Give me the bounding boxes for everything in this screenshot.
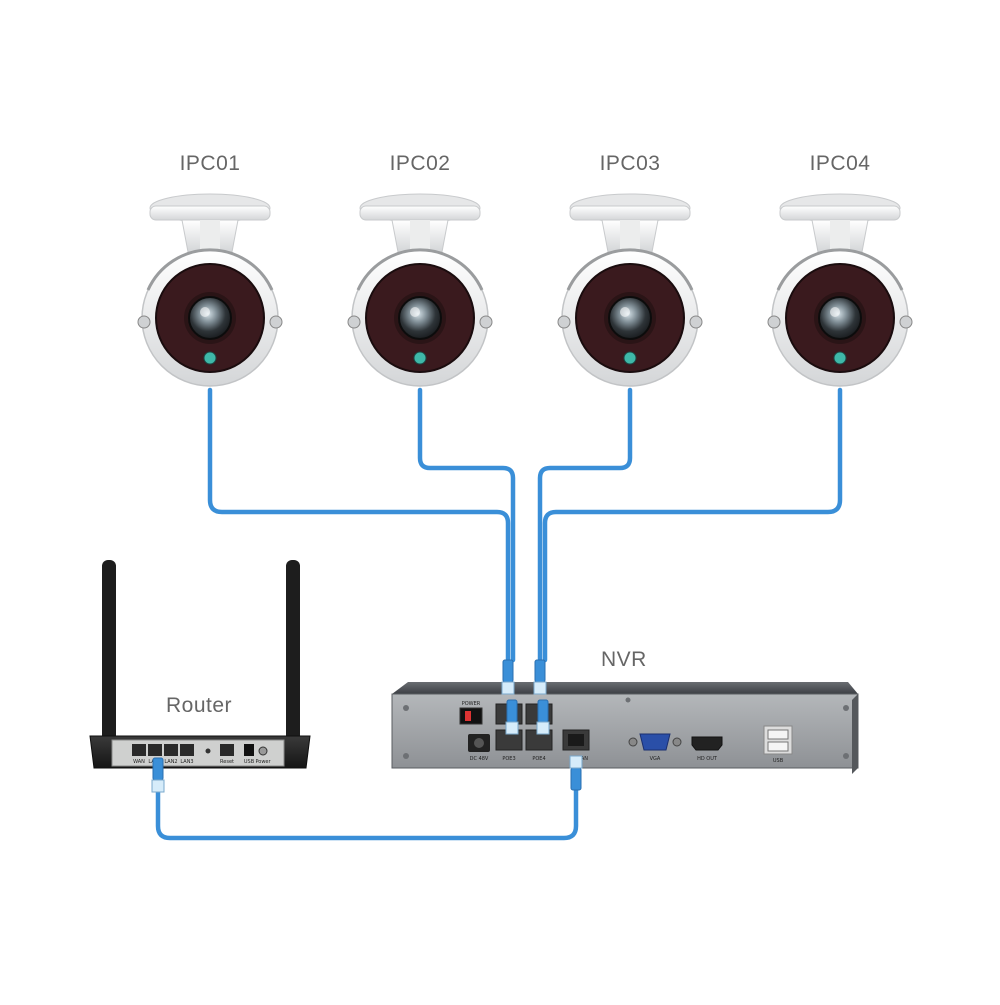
camera-ipc04 [766,192,914,388]
router-port-label: Power [255,759,271,765]
nvr-port-label: LAN [578,756,588,762]
nvr-port-label: USB [773,758,784,764]
nvr-label: NVR [601,648,647,671]
router-port-label: USB [244,759,255,765]
cable-router-nvr [155,787,579,841]
router-port-label: LAN3 [180,759,193,765]
nvr-port-label: HD OUT [697,756,718,762]
camera-label-ipc03: IPC03 [599,152,661,175]
camera-label-ipc01: IPC01 [179,152,241,175]
nvr-usb-ports [763,725,793,755]
cable-ipc02-nvr [417,387,516,663]
cables [155,387,843,841]
router-label: Router [166,694,233,717]
nvr-port-label: VGA [650,756,661,762]
router-port-label: Reset [220,759,234,765]
router-antenna-right [286,560,300,750]
nvr-vga-port [628,733,682,751]
camera-ipc01 [136,192,284,388]
router-antenna-left [102,560,116,750]
cable-ipc03-nvr [537,387,633,663]
cable-ipc04-nvr [542,387,843,663]
router-port-label: WAN [133,759,145,765]
router-port-label: LAN2 [164,759,177,765]
nvr-hdmi-port [691,736,723,751]
nvr-device: POWER DC 48V POE3 POE4 LAN VGA HD OUT USB [391,659,859,791]
camera-label-ipc04: IPC04 [809,152,871,175]
camera-ipc02 [346,192,494,388]
nvr-port-label: POE4 [532,756,545,762]
nvr-port-label: DC 48V [470,756,489,762]
camera-label-ipc02: IPC02 [389,152,451,175]
nvr-port-label: POWER [462,701,481,707]
nvr-port-label: POE3 [502,756,515,762]
camera-ipc03 [556,192,704,388]
router-device: WANLAN1LAN2LAN3ResetUSBPower [89,560,311,793]
cable-ipc01-nvr [207,387,511,663]
